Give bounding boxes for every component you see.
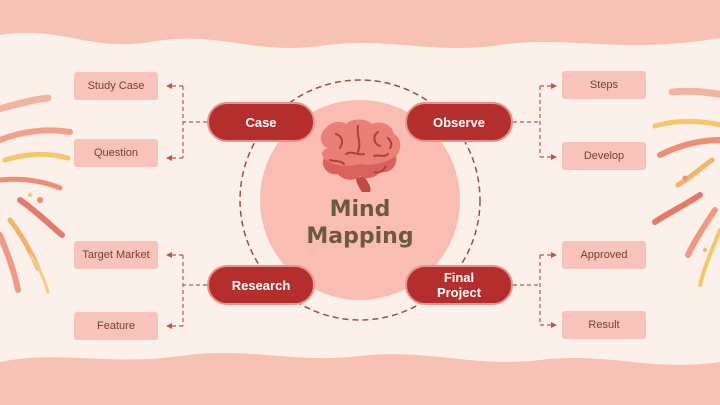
leaf-result: Result (562, 311, 646, 339)
right-brush-strokes (652, 87, 720, 287)
leaf-study-case: Study Case (74, 72, 158, 100)
left-brush-strokes (0, 94, 73, 294)
center-title: Mind Mapping (306, 197, 414, 249)
branch-observe: Observe (405, 102, 513, 142)
branch-case: Case (207, 102, 315, 142)
leaf-approved: Approved (562, 241, 646, 269)
connectors (170, 85, 553, 327)
leaf-question: Question (74, 139, 158, 167)
branch-research: Research (207, 265, 315, 305)
center-circle (260, 100, 460, 300)
leaf-develop: Develop (562, 142, 646, 170)
brain-icon (320, 119, 401, 192)
branch-final-project: Final Project (405, 265, 513, 305)
leaf-feature: Feature (74, 312, 158, 340)
arrowheads (166, 83, 557, 329)
leaf-target-market: Target Market (74, 241, 158, 269)
leaf-steps: Steps (562, 71, 646, 99)
outer-dashed-ring (239, 79, 481, 321)
